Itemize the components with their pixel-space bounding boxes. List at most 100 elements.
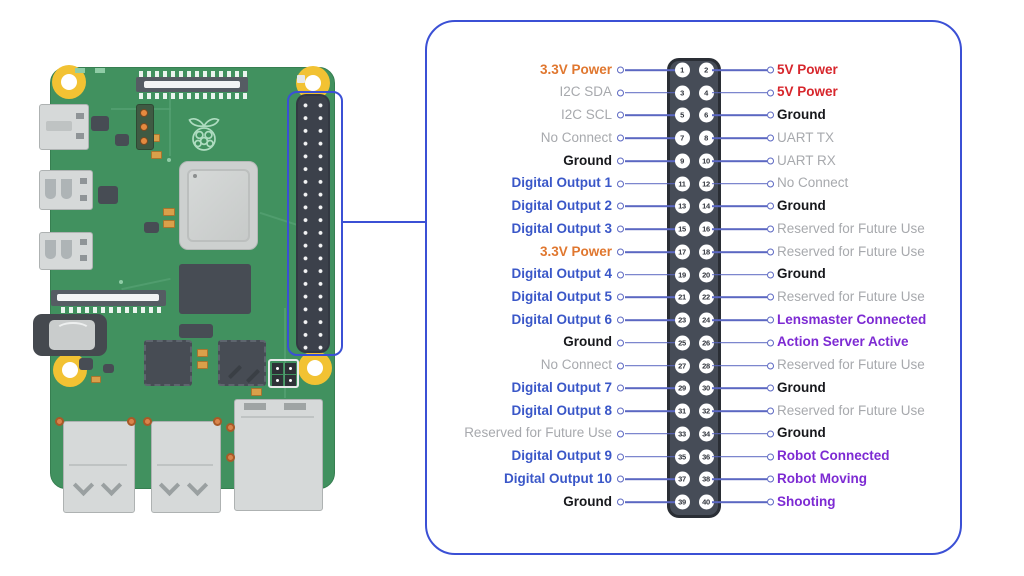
pin-number-even: 10 — [698, 153, 714, 169]
solder-pad — [95, 68, 105, 73]
pin-number-even: 18 — [698, 244, 714, 260]
connector-dot-right — [767, 180, 774, 188]
pin-row: No Connect 27 28 Reserved for Future Use — [430, 354, 960, 377]
pin-label-left: Digital Output 1 — [511, 175, 613, 191]
pin-row: Reserved for Future Use 33 34 Ground — [430, 422, 960, 445]
pin-label-left: Digital Output 7 — [511, 379, 613, 395]
connector-line-right — [712, 182, 767, 185]
pin-row: No Connect 7 8 UART TX — [430, 127, 960, 150]
pin-row: Digital Output 2 13 14 Ground — [430, 195, 960, 218]
rivet — [213, 417, 222, 426]
pin-number-odd: 21 — [674, 289, 690, 305]
usb-divider — [157, 464, 213, 466]
memory-chip — [179, 264, 251, 314]
ethernet-line — [241, 416, 314, 418]
display-connector-ribbon — [57, 294, 159, 301]
connector-dot-left — [617, 66, 624, 74]
pin-label-right: Reserved for Future Use — [777, 357, 925, 373]
ic-chip — [144, 222, 159, 233]
connector-line-left — [625, 228, 676, 230]
hdmi-slot — [46, 121, 72, 131]
connector-line-left — [625, 114, 676, 117]
usb-divider — [69, 464, 127, 466]
pin-row: I2C SCL 5 6 Ground — [430, 104, 960, 127]
connector-dot-left — [617, 202, 624, 210]
connector-dot-left — [617, 362, 624, 370]
connector-dot-right — [767, 430, 774, 438]
pin-number-even: 32 — [698, 403, 714, 419]
pin-row: Ground 39 40 Shooting — [430, 491, 960, 514]
pin-number-odd: 23 — [674, 312, 690, 328]
ethernet-tab — [244, 403, 266, 410]
pin-label-right: Ground — [777, 198, 826, 214]
header-pin — [140, 123, 148, 131]
pin-label-right: Action Server Active — [777, 334, 909, 350]
connector-dot-right — [767, 225, 774, 233]
audio-jack-curve — [55, 322, 91, 340]
pin-number-even: 4 — [698, 85, 714, 101]
pin-row: 3.3V Power 17 18 Reserved for Future Use — [430, 241, 960, 264]
connector-dot-right — [767, 89, 774, 97]
connector-line-right — [712, 364, 767, 367]
connector-line-right — [712, 319, 767, 321]
connector-line-right — [712, 69, 767, 71]
pin-row: Digital Output 10 37 38 Robot Moving — [430, 468, 960, 491]
pin-label-left: Digital Output 5 — [511, 289, 613, 304]
connector-line-left — [625, 387, 676, 390]
ic-chip — [179, 324, 213, 338]
pin-label-left: Ground — [563, 493, 612, 509]
connector-dot-left — [617, 225, 624, 233]
connector-line-left — [625, 455, 676, 458]
pin-number-even: 8 — [698, 130, 714, 146]
ic-chip — [91, 116, 109, 131]
pin-label-left: I2C SDA — [559, 84, 612, 100]
jumper-pin — [285, 375, 296, 386]
pin-row: I2C SDA 3 4 5V Power — [430, 81, 960, 104]
pin-number-odd: 3 — [674, 85, 690, 101]
connector-dot-right — [767, 111, 774, 119]
connector-dot-left — [617, 453, 624, 461]
pin-number-even: 26 — [698, 335, 714, 351]
connector-dot-left — [617, 248, 624, 256]
ic-chip — [103, 364, 114, 373]
connector-line-left — [625, 205, 676, 208]
pin-number-odd: 9 — [674, 153, 690, 169]
connector-line-right — [712, 114, 767, 117]
smd-component — [297, 75, 305, 83]
connector-dot-left — [617, 180, 624, 188]
connector-dot-left — [617, 384, 624, 392]
gpio-header — [298, 96, 328, 351]
pin-label-right: Reserved for Future Use — [777, 402, 925, 418]
connector-line-right — [712, 433, 767, 435]
pin-number-odd: 31 — [674, 403, 690, 419]
usb-latch — [80, 178, 87, 184]
pin-label-right: Shooting — [777, 493, 836, 509]
connector-dot-left — [617, 430, 624, 438]
pin-row: Digital Output 3 15 16 Reserved for Futu… — [430, 218, 960, 241]
pin-label-left: No Connect — [540, 357, 612, 373]
connector-dot-right — [767, 339, 774, 347]
pin-label-left: 3.3V Power — [539, 61, 612, 77]
pin-number-even: 34 — [698, 426, 714, 442]
ethernet-port — [234, 399, 323, 511]
pin-row: Digital Output 1 11 12 No Connect — [430, 172, 960, 195]
pin-label-left: 3.3V Power — [539, 243, 612, 259]
connector-line-right — [712, 478, 767, 481]
jumper-header — [268, 359, 299, 388]
pin-label-right: No Connect — [777, 175, 849, 191]
pin-label-right: Ground — [777, 425, 826, 441]
pin-number-odd: 19 — [674, 267, 690, 283]
pcb-via — [167, 158, 171, 162]
ic-chip — [79, 358, 93, 370]
rivet — [143, 417, 152, 426]
solder-pad — [163, 220, 175, 228]
rivet — [55, 417, 64, 426]
pin-row: Digital Output 6 23 24 Lensmaster Connec… — [430, 309, 960, 332]
connector-line-right — [712, 91, 767, 94]
pin-label-left: Digital Output 6 — [511, 311, 613, 327]
connector-line-left — [625, 182, 676, 185]
ic-chip — [218, 340, 266, 386]
pin-row: Digital Output 7 29 30 Ground — [430, 377, 960, 400]
hdmi-port — [39, 104, 89, 150]
camera-connector-ribbon — [144, 81, 240, 88]
